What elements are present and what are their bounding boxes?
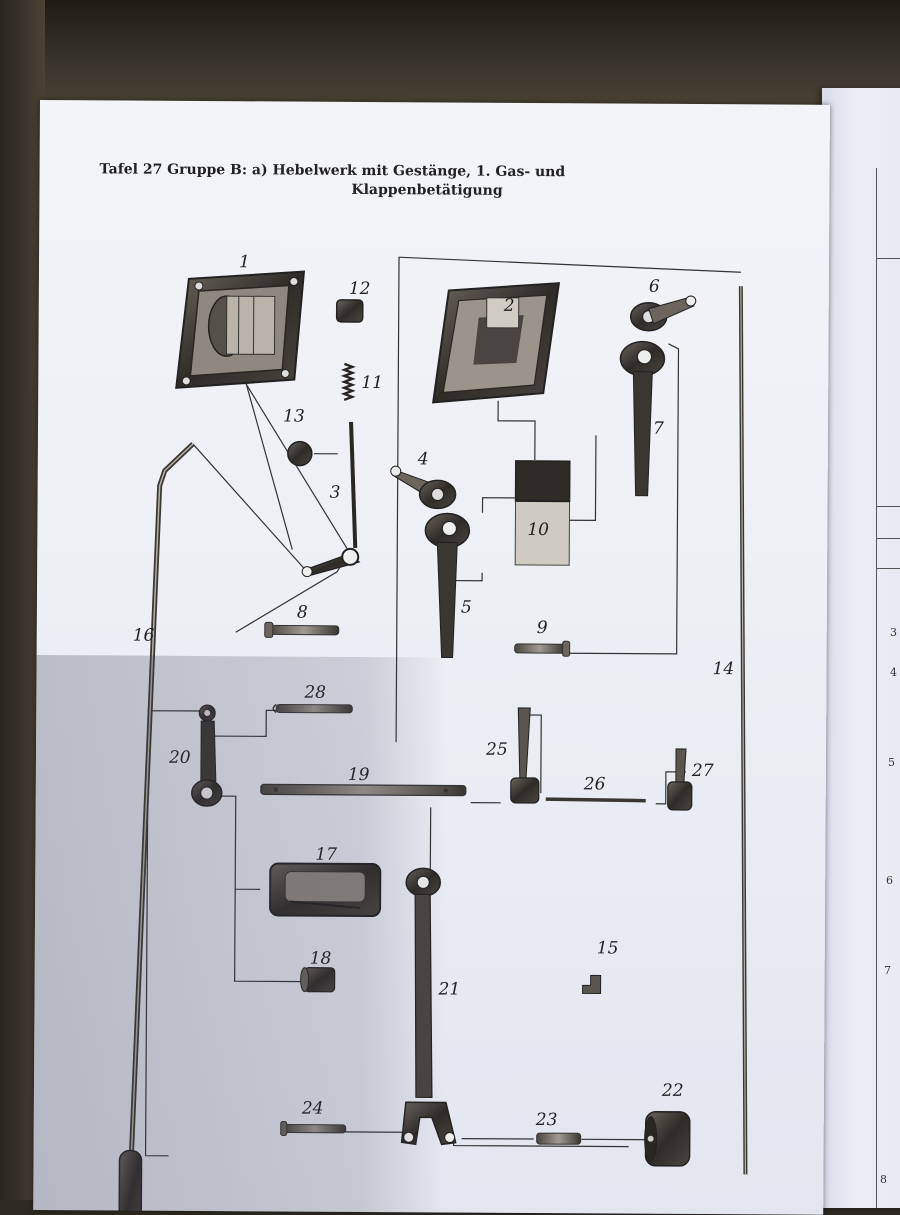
label-part-27: 27 (691, 761, 714, 781)
part-24-pin (281, 1121, 346, 1135)
label-part-4: 4 (417, 449, 429, 469)
part-15-angle (583, 975, 601, 993)
part-6-lever (631, 296, 696, 331)
label-part-10: 10 (527, 520, 549, 540)
label-part-1: 1 (239, 252, 250, 272)
label-part-14: 14 (712, 659, 734, 679)
label-part-19: 19 (348, 765, 370, 785)
table-rule (876, 506, 900, 507)
label-part-11: 11 (361, 373, 383, 393)
part-19-shaft (261, 784, 466, 795)
label-part-13: 13 (283, 406, 305, 426)
part-20-lever (192, 705, 223, 806)
label-part-24: 24 (301, 1099, 324, 1119)
edge-number: 3 (890, 626, 897, 639)
part-13-ball (288, 442, 312, 466)
background-top (0, 0, 900, 110)
part-11-spring (344, 364, 352, 400)
part-22-roller (645, 1112, 690, 1166)
label-part-6: 6 (649, 277, 660, 297)
label-part-26: 26 (583, 774, 606, 794)
part-4-lever (391, 466, 456, 508)
part-27-lever (668, 749, 692, 810)
part-25-lever (511, 708, 540, 803)
manual-page: Tafel 27 Gruppe B: a) Hebelwerk mit Gest… (33, 100, 830, 1215)
part-2-bracket (433, 282, 559, 403)
label-part-12: 12 (349, 279, 371, 299)
part-9-pin (515, 641, 570, 656)
label-part-23: 23 (535, 1110, 558, 1130)
label-part-28: 28 (303, 683, 326, 703)
edge-number: 7 (884, 964, 891, 977)
label-part-3: 3 (330, 483, 341, 503)
label-part-5: 5 (461, 598, 472, 618)
part-23-sleeve (537, 1133, 581, 1144)
part-12-cap (337, 300, 363, 322)
part-26-rod (546, 799, 646, 801)
adjacent-page: 3 4 5 6 7 8 (822, 88, 900, 1208)
label-part-20: 20 (168, 748, 191, 768)
part-10-plate (515, 461, 570, 565)
part-18-bushing (301, 968, 335, 992)
part-16-rod (119, 444, 193, 1215)
table-rule (876, 538, 900, 539)
label-part-2: 2 (503, 296, 515, 316)
table-rule (876, 568, 900, 569)
table-rule (876, 168, 877, 1208)
table-rule (876, 258, 900, 259)
label-part-9: 9 (537, 618, 548, 638)
edge-number: 4 (890, 666, 897, 679)
part-14-rod (735, 286, 750, 1174)
label-part-25: 25 (485, 740, 508, 760)
part-5-lever (425, 513, 470, 657)
parts-diagram: 1 2 3 4 5 6 7 8 9 10 11 12 13 14 15 16 1… (33, 100, 830, 1215)
label-part-21: 21 (438, 979, 461, 999)
part-1-bracket (176, 271, 304, 389)
part-8-pin (265, 622, 339, 637)
part-21-lever (402, 868, 458, 1144)
part-17-block (270, 863, 380, 916)
label-part-15: 15 (597, 938, 619, 958)
label-part-17: 17 (315, 845, 337, 865)
edge-number: 6 (886, 874, 893, 887)
edge-number: 5 (888, 756, 895, 769)
label-part-8: 8 (297, 603, 308, 623)
edge-number: 8 (880, 1173, 887, 1186)
label-part-7: 7 (653, 419, 664, 439)
label-part-16: 16 (133, 626, 155, 646)
part-28-pin (273, 704, 352, 712)
label-part-18: 18 (310, 949, 332, 969)
label-part-22: 22 (661, 1081, 684, 1101)
